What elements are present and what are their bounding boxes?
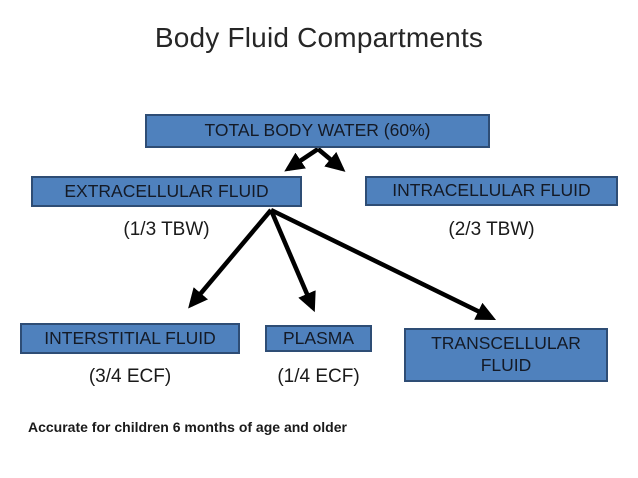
node-plasma: PLASMA bbox=[265, 325, 372, 352]
arrow-tbw-to-icf bbox=[316, 147, 346, 172]
node-intracellular-fluid-label: INTRACELLULAR FLUID bbox=[392, 180, 591, 201]
sublabel-ecf-fraction: (1/3 TBW) bbox=[123, 219, 210, 240]
node-total-body-water-label: TOTAL BODY WATER (60%) bbox=[204, 120, 431, 141]
node-extracellular-fluid: EXTRACELLULAR FLUID bbox=[31, 176, 302, 207]
node-interstitial-fluid-label: INTERSTITIAL FLUID bbox=[44, 327, 216, 348]
node-intracellular-fluid: INTRACELLULAR FLUID bbox=[365, 176, 618, 206]
page-title: Body Fluid Compartments bbox=[154, 22, 484, 53]
node-extracellular-fluid-label: EXTRACELLULAR FLUID bbox=[64, 180, 269, 201]
node-total-body-water: TOTAL BODY WATER (60%) bbox=[145, 114, 490, 148]
node-transcellular-fluid: TRANSCELLULAR FLUID bbox=[404, 328, 608, 382]
sublabel-plasma-fraction: (1/4 ECF) bbox=[277, 366, 360, 387]
footnote: Accurate for children 6 months of age an… bbox=[28, 419, 347, 435]
node-transcellular-fluid-label: TRANSCELLULAR FLUID bbox=[431, 333, 581, 375]
node-plasma-label: PLASMA bbox=[283, 327, 354, 348]
sublabel-interstitial-fraction: (3/4 ECF) bbox=[88, 366, 172, 387]
sublabel-icf-fraction: (2/3 TBW) bbox=[448, 219, 535, 240]
node-interstitial-fluid: INTERSTITIAL FLUID bbox=[20, 323, 240, 354]
arrow-tbw-to-ecf bbox=[284, 147, 320, 172]
